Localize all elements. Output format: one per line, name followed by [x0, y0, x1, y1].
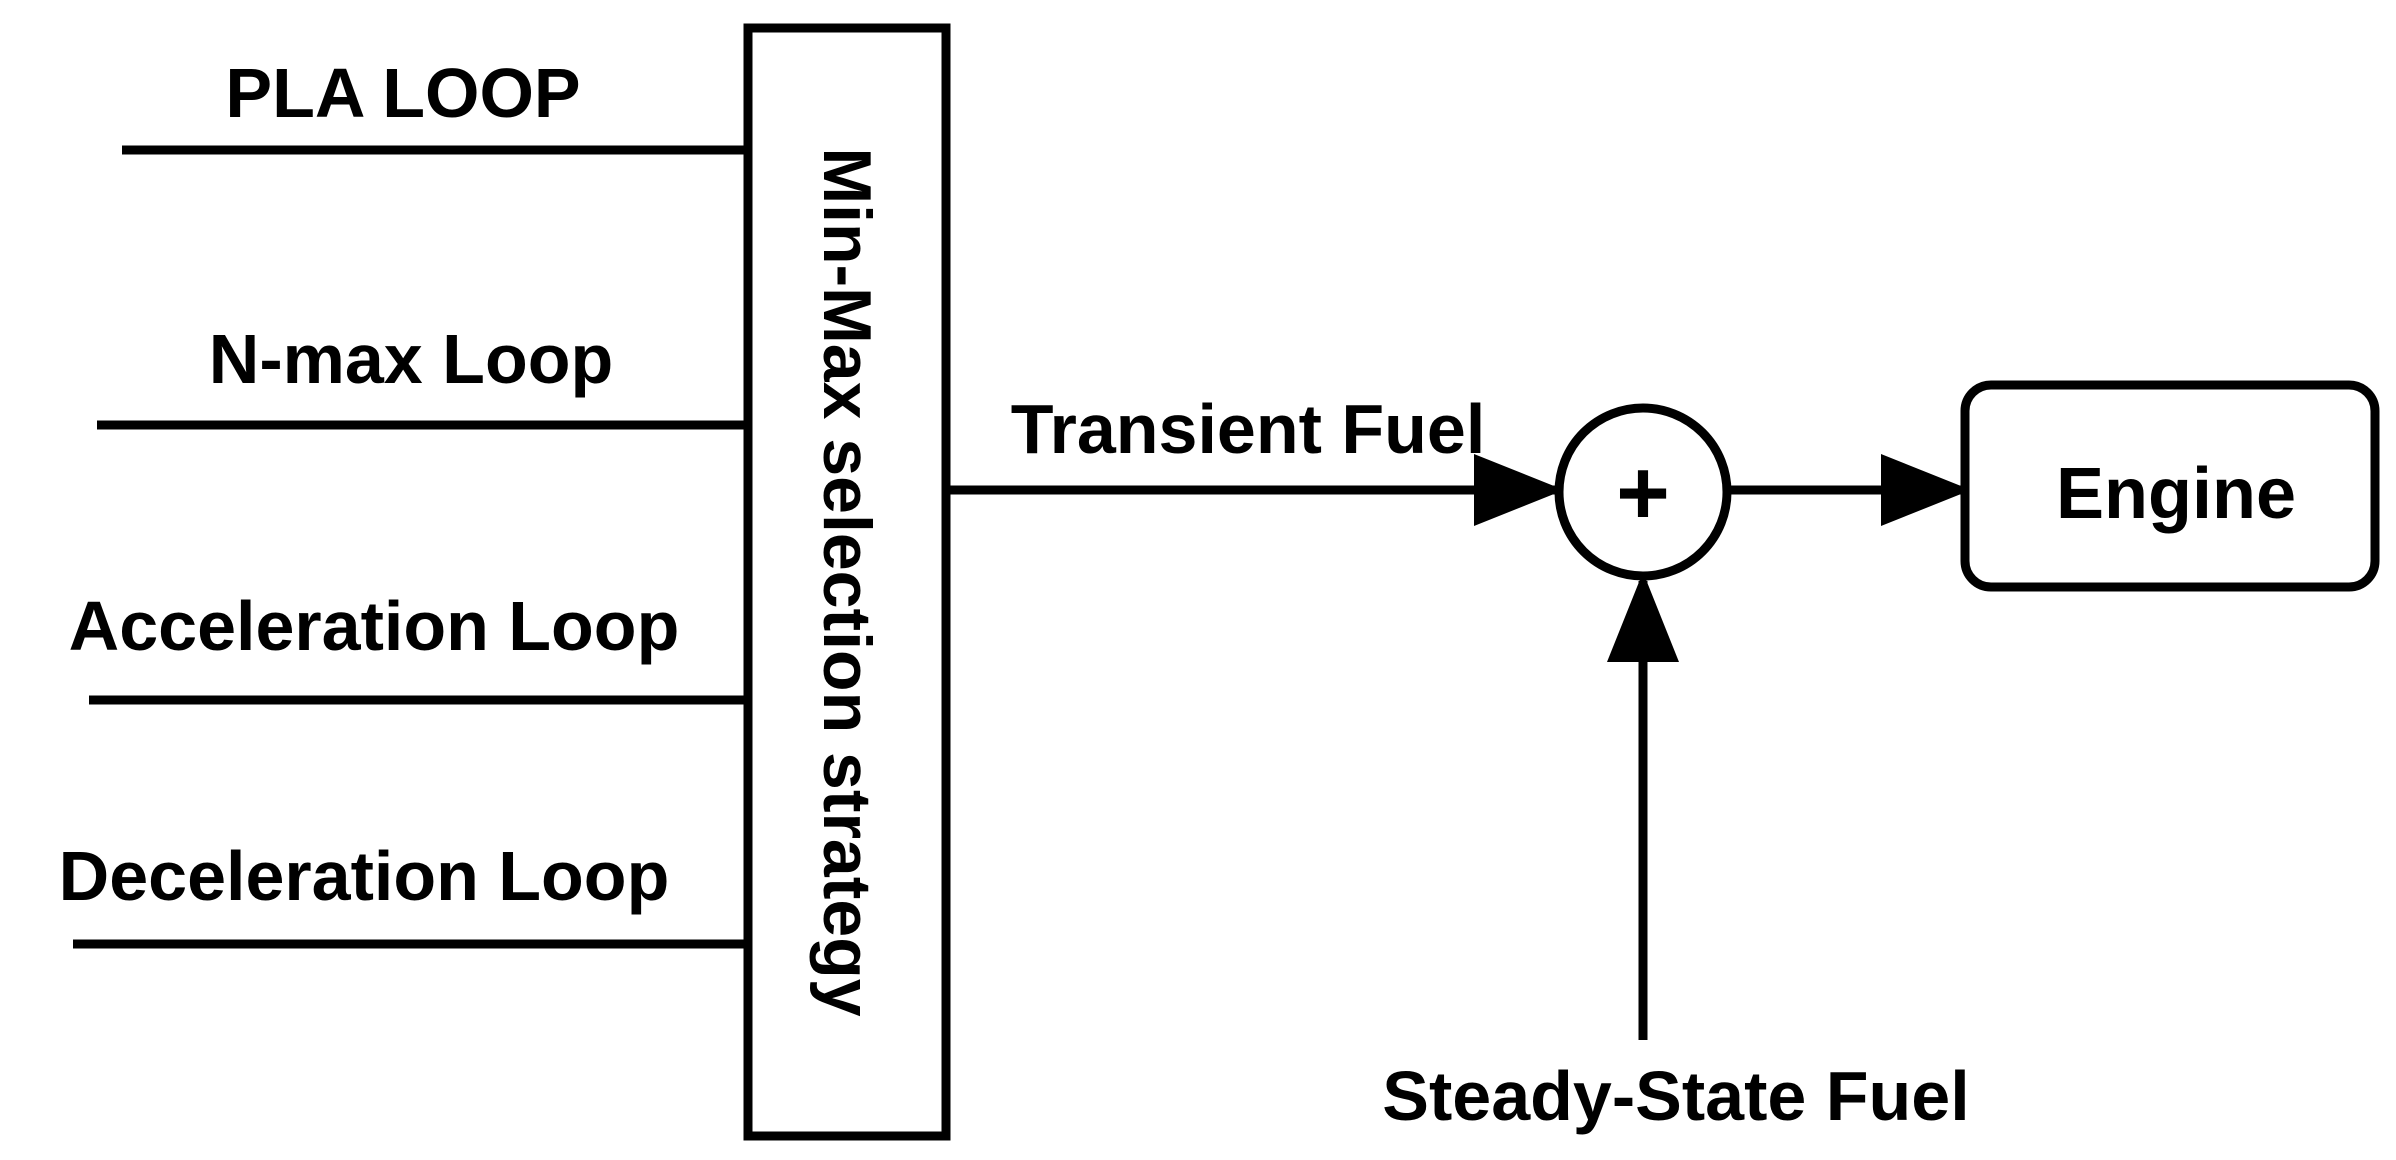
- engine-label: Engine: [2056, 454, 2296, 534]
- min-max-selector-label: Min-Max selection strategy: [809, 147, 885, 1016]
- pla-loop-label: PLA LOOP: [225, 54, 580, 132]
- min-max-selector-box: [743, 23, 951, 1141]
- transient-fuel-label: Transient Fuel: [1011, 390, 1486, 468]
- n-max-loop-label: N-max Loop: [209, 320, 613, 398]
- acceleration-loop-label: Acceleration Loop: [69, 587, 680, 665]
- deceleration-loop-label: Deceleration Loop: [59, 837, 670, 915]
- plus-icon: +: [1616, 442, 1670, 544]
- engine-box: [1960, 380, 2380, 592]
- steady-state-fuel-label: Steady-State Fuel: [1382, 1057, 1969, 1135]
